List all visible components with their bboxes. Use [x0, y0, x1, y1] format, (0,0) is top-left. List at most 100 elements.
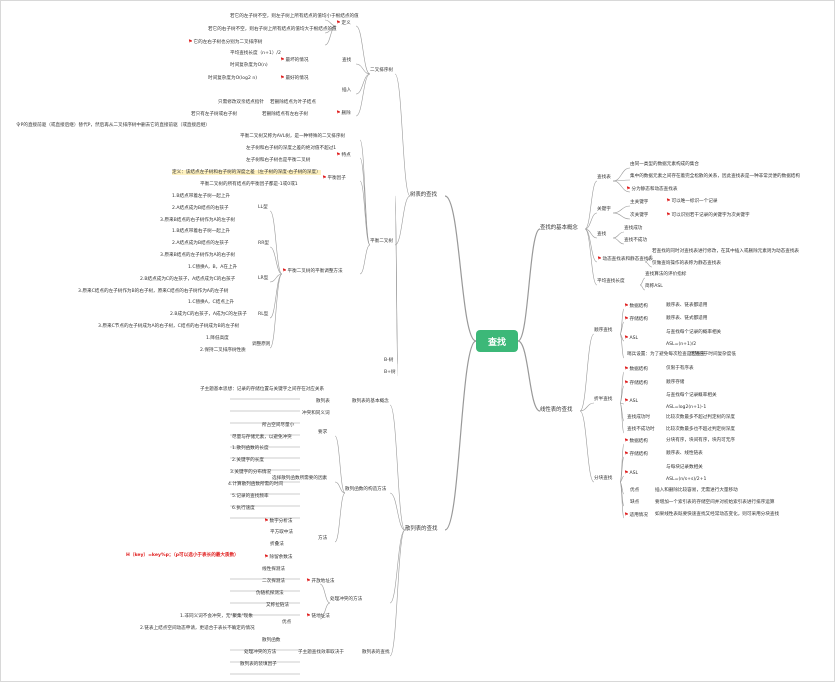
branch-linear[interactable]: 线性表的查找: [540, 407, 573, 413]
hash-search-node[interactable]: 散列表的查找: [362, 650, 390, 655]
key-node[interactable]: 关键字: [597, 207, 611, 212]
connector: [644, 261, 653, 268]
connector: [324, 19, 337, 27]
block-item: ASL=(n/s+s)/2+1: [666, 477, 707, 482]
branch-basic[interactable]: 查找的基本概念: [540, 225, 578, 231]
connector: [355, 63, 371, 75]
hash-basic-node[interactable]: 散列表的基本概念: [352, 399, 389, 404]
bptree-node[interactable]: B+树: [384, 370, 396, 375]
bin-item: ⚑存储结构: [624, 380, 648, 386]
bin-item: 查找不成功时: [627, 427, 655, 432]
seq-item: 哨兵设置：为了避免每次检查是否查完: [627, 352, 706, 357]
flag-icon: ⚑: [624, 316, 629, 322]
bst-search-item: 时间复杂度为O(log2 n): [208, 76, 258, 81]
open-node[interactable]: ⚑开放地址法: [306, 578, 335, 584]
flag-icon: ⚑: [322, 175, 327, 181]
block-item: 优点: [630, 488, 640, 493]
seq-item: ⚑ASL: [624, 335, 639, 341]
bst-search-node[interactable]: 查找: [342, 58, 352, 63]
connector: [394, 195, 399, 377]
rr-item: 3.原来B结点的左子树作为A的右子树: [160, 253, 235, 258]
connector: [359, 157, 371, 246]
connector: [359, 180, 371, 246]
hash-search-item: 处理冲突的方法: [244, 650, 277, 655]
bst-search-item: ⚑最坏的情况: [280, 57, 309, 63]
flag-icon: ⚑: [306, 578, 311, 584]
lookup-table-node[interactable]: 查找表: [597, 175, 611, 180]
lookup-item: ⚑分为静态和动态查找表: [626, 186, 678, 192]
method-node[interactable]: 方法: [318, 536, 328, 541]
connector: [269, 246, 283, 275]
bst-delete-item: 若只有左子树或右子树: [191, 112, 237, 117]
connector: [619, 481, 625, 519]
connector: [394, 73, 411, 197]
key-item: 主关键字: [630, 200, 649, 205]
connector: [394, 195, 411, 246]
center-node[interactable]: 查找: [476, 330, 518, 352]
flag-icon: ⚑: [280, 57, 285, 63]
open-item: 线性探测法: [262, 567, 285, 572]
adjust-node[interactable]: 调整原则: [252, 342, 271, 347]
connector: [619, 333, 625, 359]
bin-item: 顺序存储: [666, 380, 685, 385]
chain-node[interactable]: ⚑链地址法: [306, 613, 330, 619]
block-item: 顺序表、线性链表: [666, 451, 703, 456]
seq-item: ASL=(n+1)/2: [666, 342, 697, 347]
req-node[interactable]: 要求: [318, 430, 328, 435]
block-node[interactable]: 分块查找: [594, 476, 613, 481]
open-item: 伪随机探测法: [256, 591, 284, 596]
connector: [517, 340, 541, 412]
flag-icon: ⚑: [624, 380, 629, 386]
lr-node[interactable]: LR型: [258, 276, 269, 281]
avl-item: 左子树和右子树的深度之差的绝对值不超过1: [246, 146, 337, 151]
connector: [517, 228, 541, 342]
seq-node[interactable]: 顺序查找: [594, 328, 613, 333]
connector: [355, 73, 371, 117]
flag-icon: ⚑: [336, 110, 341, 116]
bin-item: 与查找每个记录概率相关: [666, 393, 717, 398]
flag-icon: ⚑: [264, 554, 269, 560]
asl-node[interactable]: 平均查找长度: [597, 279, 625, 284]
search-item: 查找不成功: [624, 238, 647, 243]
adjust-item: 2.保持二叉排序树性质: [200, 348, 246, 353]
avl-adjust-node[interactable]: ⚑平衡二叉树的平衡调整方法: [282, 268, 343, 274]
bst-def-node[interactable]: ⚑定义: [336, 20, 351, 26]
hash-basic-item: 冲突和同义词: [302, 411, 330, 416]
avl-feature-node[interactable]: ⚑特点: [336, 152, 351, 158]
collision-node[interactable]: 处理冲突的方法: [330, 597, 363, 602]
factor-item: 3.关键字的分布情况: [230, 470, 272, 475]
connector: [612, 205, 631, 214]
bin-item: 比较次数最多也不超过判定树深度: [666, 427, 735, 432]
hash-construct-node[interactable]: 散列函数的构造方法: [345, 487, 387, 492]
seq-item: 优势在于时间复杂度低: [690, 352, 736, 357]
bin-node[interactable]: 折半查找: [594, 397, 613, 402]
avl-item: 左子树和右子树也是平衡二叉树: [246, 158, 311, 163]
rl-item: 2.B成为C的右孩子，A成为C的左孩子: [170, 312, 247, 317]
bst-delete-item: 若删除结点为叶子结点: [270, 100, 316, 105]
ll-item: 1.B结点带着左子树一起上升: [172, 194, 231, 199]
btree-node[interactable]: B-树: [384, 358, 394, 363]
rr-node[interactable]: RR型: [258, 241, 269, 246]
factors-node[interactable]: 选择散列函数所需要的因素: [272, 476, 328, 481]
flag-icon: ⚑: [280, 75, 285, 81]
search-node[interactable]: 查找: [597, 232, 607, 237]
chain-pros-node[interactable]: 优点: [282, 620, 292, 625]
dynamic-node[interactable]: ⚑动态查找表和静态查找表: [597, 256, 654, 262]
factor-item: 1.散列函数的长度: [232, 446, 269, 451]
ll-node[interactable]: LL型: [258, 205, 268, 210]
bst-delete-node[interactable]: ⚑删除: [336, 110, 351, 116]
bst-node[interactable]: 二叉排序树: [370, 68, 393, 73]
avl-node[interactable]: 平衡二叉树: [370, 239, 393, 244]
connector: [319, 583, 331, 604]
connector: [389, 404, 406, 531]
branch-tree[interactable]: 树表的查找: [410, 192, 437, 198]
branch-hash[interactable]: 散列表的查找: [405, 526, 438, 532]
depend-node[interactable]: 子主题查找效率取决于: [298, 650, 344, 655]
flag-icon: ⚑: [624, 335, 629, 341]
avl-factor-node[interactable]: ⚑平衡因子: [322, 175, 346, 181]
rl-node[interactable]: RL型: [258, 312, 269, 317]
flag-icon: ⚑: [666, 212, 671, 218]
flag-icon: ⚑: [282, 268, 287, 274]
bst-insert-node[interactable]: 插入: [342, 88, 352, 93]
